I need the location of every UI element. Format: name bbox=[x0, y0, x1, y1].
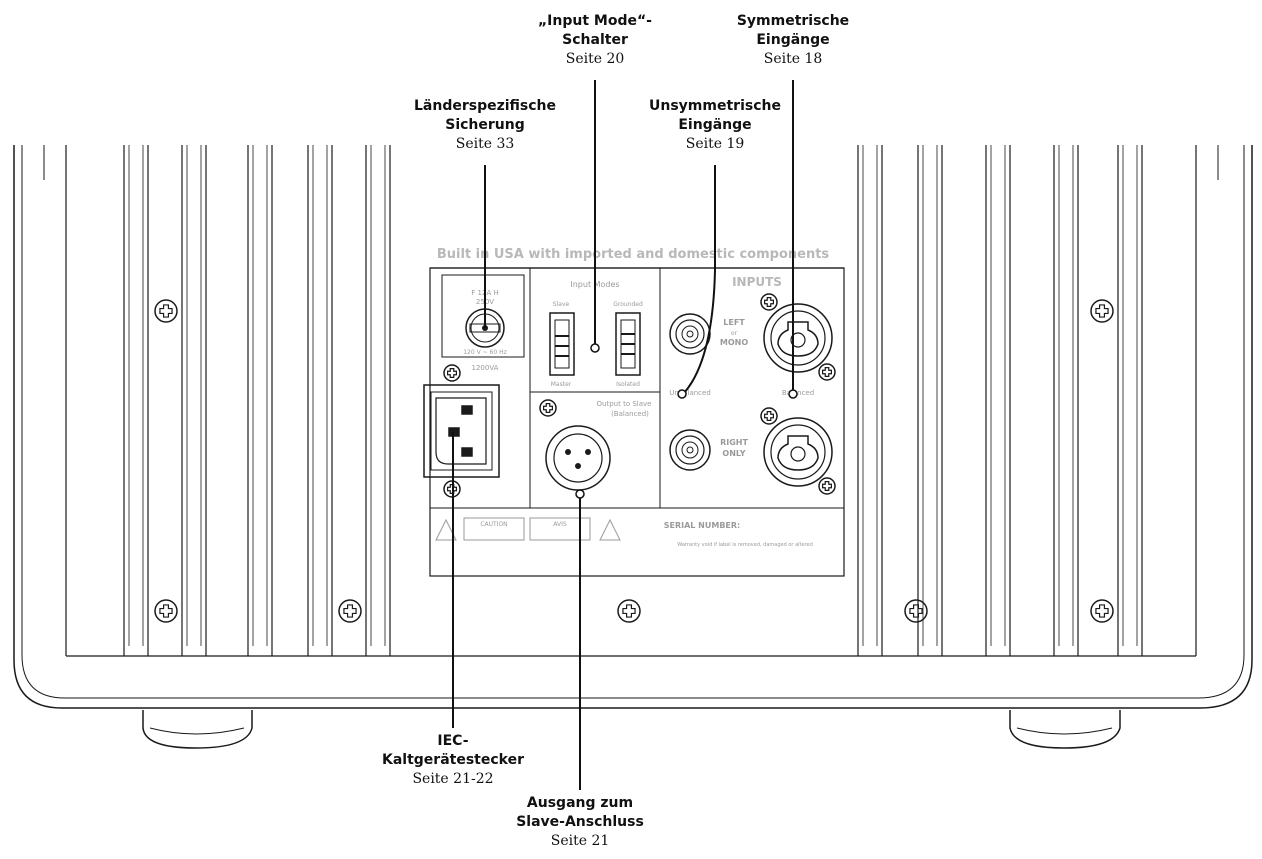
callout-iec-page: Seite 21-22 bbox=[412, 771, 494, 787]
screw-icon bbox=[617, 599, 641, 623]
xlr-right bbox=[763, 417, 833, 487]
callout-input-mode: „Input Mode“- Schalter Seite 20 bbox=[520, 12, 670, 69]
callout-unbalanced-title1: Unsymmetrische bbox=[649, 98, 781, 114]
leader-lines bbox=[452, 80, 798, 790]
fin-foot bbox=[1117, 646, 1143, 656]
fin-foot bbox=[985, 646, 1011, 656]
fin-foot bbox=[181, 646, 207, 656]
chassis-screws bbox=[154, 299, 1114, 623]
svg-text:120 V ~ 60 Hz: 120 V ~ 60 Hz bbox=[463, 349, 507, 356]
master-slave-switch bbox=[549, 312, 575, 376]
svg-text:AVIS: AVIS bbox=[553, 521, 567, 528]
callout-input-mode-page: Seite 20 bbox=[565, 51, 625, 67]
iec-inlet bbox=[423, 384, 500, 478]
callout-iec-title2: Kaltgerätestecker bbox=[382, 752, 524, 768]
svg-text:(Balanced): (Balanced) bbox=[611, 410, 649, 418]
callout-fuse-page: Seite 33 bbox=[455, 136, 515, 152]
svg-text:Warranty void if label is remo: Warranty void if label is removed, damag… bbox=[677, 542, 813, 548]
svg-text:LEFT: LEFT bbox=[723, 318, 745, 327]
callout-unbalanced-inputs: Unsymmetrische Eingänge Seite 19 bbox=[635, 97, 795, 154]
svg-text:INPUTS: INPUTS bbox=[732, 275, 782, 289]
svg-text:MONO: MONO bbox=[720, 338, 748, 347]
callout-fuse-title1: Länderspezifische bbox=[413, 98, 557, 114]
svg-text:Grounded: Grounded bbox=[613, 301, 643, 308]
callout-balanced-page: Seite 18 bbox=[763, 51, 823, 67]
fin-foot bbox=[123, 646, 149, 656]
callout-input-mode-title1: „Input Mode“- bbox=[537, 13, 652, 29]
screw-icon bbox=[154, 599, 178, 623]
callout-unbalanced-page: Seite 19 bbox=[685, 136, 745, 152]
callout-iec-title1: IEC- bbox=[437, 733, 469, 749]
screw-icon bbox=[443, 364, 461, 382]
chassis bbox=[13, 145, 1253, 709]
callout-fuse: Länderspezifische Sicherung Seite 33 bbox=[400, 97, 570, 154]
callout-balanced-inputs: Symmetrische Eingänge Seite 18 bbox=[718, 12, 868, 69]
svg-text:ONLY: ONLY bbox=[722, 449, 745, 458]
screw-icon bbox=[904, 599, 928, 623]
screw-icon bbox=[818, 363, 836, 381]
fin-foot bbox=[307, 646, 333, 656]
fin-foot bbox=[917, 646, 943, 656]
svg-text:CAUTION: CAUTION bbox=[480, 521, 507, 528]
svg-text:Isolated: Isolated bbox=[616, 381, 640, 388]
screw-icon bbox=[1090, 599, 1114, 623]
ground-isolate-switch bbox=[615, 312, 641, 376]
screw-icon bbox=[539, 399, 557, 417]
screw-icon bbox=[1090, 299, 1114, 323]
svg-text:RIGHT: RIGHT bbox=[720, 438, 748, 447]
connector-panel: Built in USA with imported and domestic … bbox=[423, 247, 845, 577]
rca-right bbox=[669, 429, 711, 471]
svg-text:Master: Master bbox=[551, 381, 572, 388]
svg-text:Slave: Slave bbox=[553, 301, 570, 308]
screw-icon bbox=[818, 477, 836, 495]
callout-slave-output: Ausgang zum Slave-Anschluss Seite 21 bbox=[500, 794, 660, 851]
left-foot bbox=[142, 710, 253, 749]
callout-slave-title1: Ausgang zum bbox=[526, 795, 634, 811]
callout-fuse-title2: Sicherung bbox=[445, 117, 525, 133]
screw-icon bbox=[760, 407, 778, 425]
fin-foot bbox=[247, 646, 273, 656]
warning-strip: CAUTION AVIS SERIAL NUMBER: Warranty voi… bbox=[430, 507, 844, 548]
feet bbox=[142, 710, 1121, 749]
xlr-left bbox=[763, 303, 833, 373]
svg-text:1200VA: 1200VA bbox=[472, 364, 499, 372]
fuse-holder: F 12A H 250V 120 V ~ 60 Hz 1200VA bbox=[441, 274, 525, 372]
callout-slave-title2: Slave-Anschluss bbox=[516, 814, 644, 830]
callout-iec-plug: IEC- Kaltgerätestecker Seite 21-22 bbox=[373, 732, 533, 789]
fin-foot bbox=[1053, 646, 1079, 656]
heatsink-fins bbox=[43, 145, 1219, 656]
svg-text:Balanced: Balanced bbox=[782, 389, 814, 397]
right-foot bbox=[1009, 710, 1121, 749]
svg-text:SERIAL NUMBER:: SERIAL NUMBER: bbox=[664, 521, 741, 530]
callout-slave-page: Seite 21 bbox=[550, 833, 610, 849]
screw-icon bbox=[338, 599, 362, 623]
callout-input-mode-title2: Schalter bbox=[562, 32, 628, 48]
svg-text:or: or bbox=[731, 330, 738, 337]
svg-text:Unbalanced: Unbalanced bbox=[669, 389, 711, 397]
callout-balanced-title2: Eingänge bbox=[756, 32, 830, 48]
callout-unbalanced-title2: Eingänge bbox=[678, 117, 752, 133]
rca-left bbox=[669, 313, 711, 355]
svg-text:Output to Slave: Output to Slave bbox=[597, 400, 652, 408]
screw-icon bbox=[760, 293, 778, 311]
callout-balanced-title1: Symmetrische bbox=[736, 13, 850, 29]
fin-foot bbox=[857, 646, 883, 656]
panel-header: Built in USA with imported and domestic … bbox=[437, 247, 830, 262]
screw-icon bbox=[154, 299, 178, 323]
fin-foot bbox=[365, 646, 391, 656]
